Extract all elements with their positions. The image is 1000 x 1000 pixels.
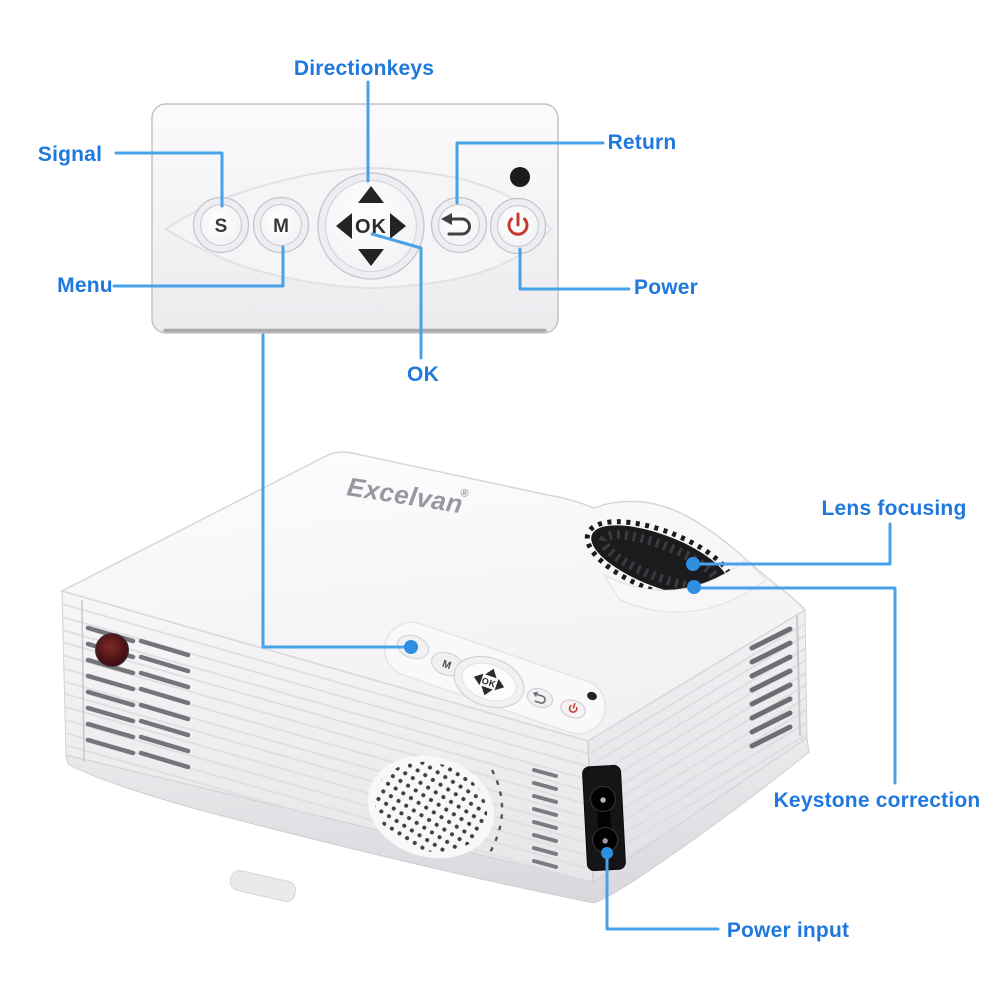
- registered-mark: ®: [460, 487, 470, 500]
- leader-ok: [370, 232, 423, 360]
- leader-signal: [114, 151, 224, 208]
- mini-return-icon: [532, 691, 546, 704]
- dpad-left-arrow-icon[interactable]: [336, 213, 352, 239]
- label-ok: OK: [407, 363, 439, 386]
- ok-button-label: OK: [355, 216, 387, 238]
- device-control-strip: S M OK: [384, 621, 606, 735]
- leader-return: [455, 141, 605, 205]
- leader-lens-focusing: [697, 522, 892, 566]
- leader-power: [518, 247, 631, 291]
- menu-button-label: M: [273, 216, 289, 237]
- socket-pin-bottom: [602, 838, 608, 844]
- leader-keystone: [698, 586, 897, 785]
- marker-dot-panel: [404, 640, 418, 654]
- leader-menu: [112, 245, 285, 288]
- label-return: Return: [607, 131, 677, 154]
- rubber-foot: [229, 870, 297, 902]
- ir-sensor: [95, 633, 129, 667]
- menu-button[interactable]: M: [252, 196, 310, 254]
- marker-dot-lens: [686, 557, 700, 571]
- mini-indicator-dot: [587, 691, 597, 701]
- right-ridges: [590, 622, 807, 882]
- label-menu: Menu: [57, 274, 113, 297]
- power-button[interactable]: [489, 197, 547, 255]
- marker-dots: [404, 557, 701, 859]
- dpad-right-arrow-icon[interactable]: [390, 213, 406, 239]
- return-arrow-icon: [441, 213, 471, 236]
- signal-button[interactable]: S: [192, 196, 250, 254]
- mini-power-button[interactable]: [558, 697, 587, 721]
- leader-panel-location: [261, 333, 406, 649]
- speaker-grille: [367, 755, 504, 859]
- mini-power-icon: [568, 702, 578, 713]
- mini-ok-label: OK: [480, 675, 497, 689]
- signal-button-label: S: [215, 216, 228, 237]
- label-power: Power: [633, 276, 699, 299]
- socket-pin-top: [600, 797, 606, 803]
- return-button[interactable]: [430, 196, 488, 254]
- front-left-groove: [81, 599, 85, 763]
- mini-dpad-arrows: OK: [473, 668, 505, 696]
- power-icon: [507, 212, 529, 236]
- projector-body: Excelvan ® S M OK: [59, 451, 810, 904]
- leader-power-input: [605, 855, 720, 931]
- right-edge-line: [796, 613, 801, 737]
- leader-lines: [112, 80, 897, 931]
- label-power-input: Power input: [726, 919, 850, 942]
- dpad-down-arrow-icon[interactable]: [358, 249, 384, 266]
- mini-menu-label: M: [441, 658, 453, 672]
- mini-dpad-inner: [461, 662, 517, 702]
- vent-grille-right: [749, 626, 793, 749]
- label-direction-keys: Directionkeys: [293, 57, 435, 80]
- label-keystone-correction: Keystone correction: [773, 789, 981, 812]
- dpad-up-arrow-icon[interactable]: [358, 186, 384, 203]
- panel-indicator-dot: [510, 167, 530, 187]
- keystone-ring-ledge[interactable]: [602, 559, 767, 613]
- marker-dot-keystone: [687, 580, 701, 594]
- dpad-ok-button[interactable]: OK: [317, 172, 425, 280]
- label-lens-focusing: Lens focusing: [821, 497, 967, 520]
- marker-dot-power-input: [601, 847, 613, 859]
- control-panel-inset: S M OK: [151, 103, 559, 334]
- corner-vent-dashes: [532, 768, 558, 869]
- label-signal: Signal: [37, 143, 103, 166]
